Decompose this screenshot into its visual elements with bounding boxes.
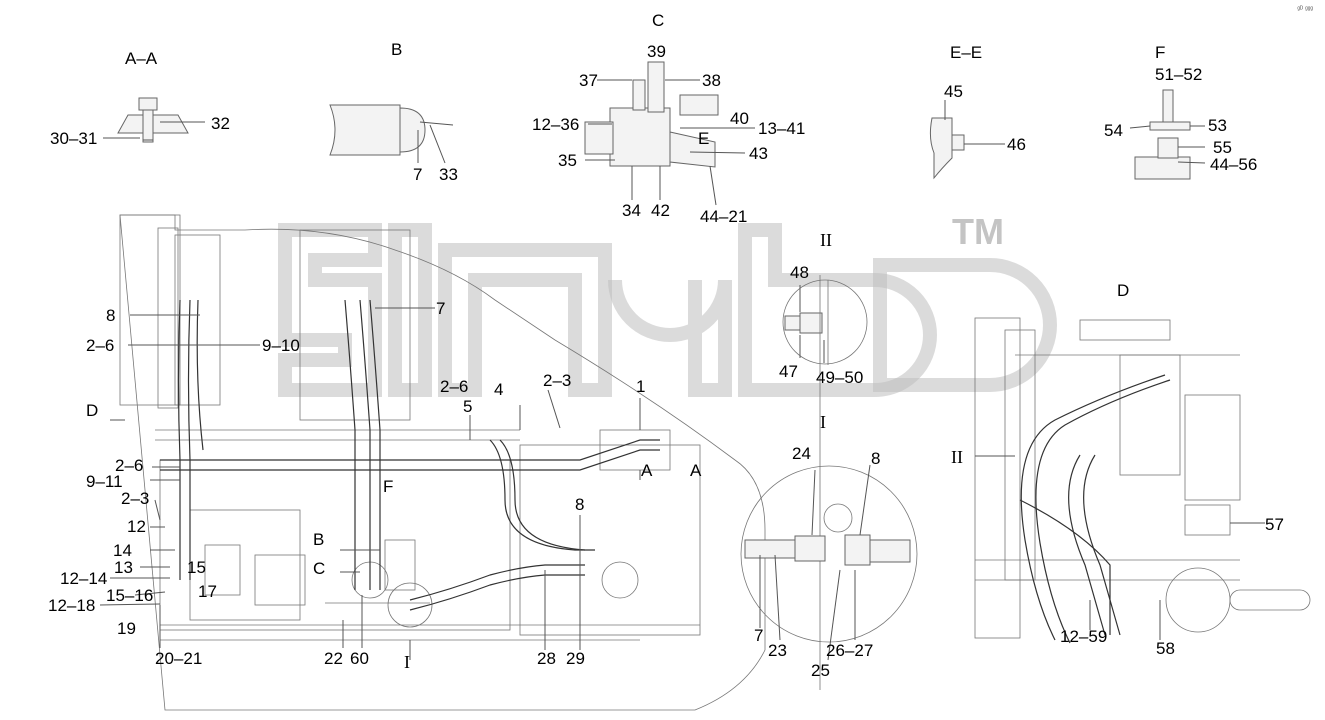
callout-25: 25	[811, 661, 830, 680]
section-a-a-title: A–A	[125, 49, 158, 68]
detail-ii-circle	[782, 275, 868, 690]
callout-2-3-b: 2–3	[121, 489, 149, 508]
section-e-e-title: E–E	[950, 43, 982, 62]
callout-33: 33	[439, 165, 458, 184]
view-c-arrow-label: C	[313, 559, 325, 578]
callout-54: 54	[1104, 121, 1123, 140]
callout-15-16: 15–16	[106, 586, 153, 605]
callout-60: 60	[350, 649, 369, 668]
callout-38: 38	[702, 71, 721, 90]
callout-46: 46	[1007, 135, 1026, 154]
callout-8-a: 8	[106, 306, 115, 325]
callout-51-52: 51–52	[1155, 65, 1202, 84]
corner-mark: ᵍᴰ ᵍᵍᵍ	[1297, 6, 1313, 13]
callout-12-18: 12–18	[48, 596, 95, 615]
callout-8-b: 8	[575, 495, 584, 514]
callout-2-6-b: 2–6	[440, 377, 468, 396]
callout-29: 29	[566, 649, 585, 668]
view-i-label-top: I	[820, 412, 826, 432]
watermark-tm: TM	[952, 211, 1004, 252]
detail-b	[329, 104, 454, 164]
detail-f	[1129, 89, 1206, 180]
section-f-title: F	[1155, 43, 1165, 62]
callout-5: 5	[463, 397, 472, 416]
callout-48: 48	[790, 263, 809, 282]
detail-d-view	[974, 317, 1311, 644]
callout-49-50: 49–50	[816, 368, 863, 387]
callout-9-10: 9–10	[262, 336, 300, 355]
callout-7-c: 7	[754, 626, 763, 645]
callout-7-b: 7	[413, 165, 422, 184]
view-i-label-bottom: I	[404, 652, 410, 672]
detail-i-circle	[740, 464, 918, 661]
callout-2-6-a: 2–6	[86, 336, 114, 355]
callout-19: 19	[117, 619, 136, 638]
callout-47: 47	[779, 362, 798, 381]
callout-2-3-a: 2–3	[543, 371, 571, 390]
view-d-arrow-label: D	[86, 401, 98, 420]
callout-28: 28	[537, 649, 556, 668]
callout-13-41: 13–41	[758, 119, 805, 138]
callout-44-56: 44–56	[1210, 155, 1257, 174]
callout-57: 57	[1265, 515, 1284, 534]
callout-45: 45	[944, 82, 963, 101]
callout-32: 32	[211, 114, 230, 133]
callout-1: 1	[636, 377, 645, 396]
detail-c	[584, 61, 755, 206]
callout-39: 39	[647, 42, 666, 61]
callout-17: 17	[198, 582, 217, 601]
main-assembly-view	[99, 214, 766, 711]
view-b-arrow-label: B	[313, 530, 324, 549]
section-a-right-marker: A	[690, 461, 702, 480]
callout-12: 12	[127, 517, 146, 536]
section-c-title: C	[652, 11, 664, 30]
callout-35: 35	[558, 151, 577, 170]
callout-12-59: 12–59	[1060, 627, 1107, 646]
callout-58: 58	[1156, 639, 1175, 658]
detail-a-a	[103, 97, 205, 143]
callout-53: 53	[1208, 116, 1227, 135]
callout-37: 37	[579, 71, 598, 90]
section-a-left-marker: A	[641, 461, 653, 480]
callout-7-a: 7	[436, 299, 445, 318]
callout-4: 4	[494, 380, 503, 399]
callout-2-6-c: 2–6	[115, 456, 143, 475]
callout-14: 14	[113, 541, 132, 560]
callout-9-11: 9–11	[86, 472, 123, 491]
view-f-marker: F	[383, 477, 393, 496]
callout-40: 40	[730, 109, 749, 128]
callout-55: 55	[1213, 138, 1232, 157]
section-e-marker: E	[698, 129, 709, 148]
watermark-logo: TM	[278, 211, 1057, 397]
callout-24: 24	[792, 444, 811, 463]
callout-30-31: 30–31	[50, 129, 97, 148]
callout-43: 43	[749, 144, 768, 163]
view-ii-label: II	[820, 230, 832, 250]
section-b-title: B	[391, 40, 402, 59]
section-d-title: D	[1117, 281, 1129, 300]
callout-12-14: 12–14	[60, 569, 107, 588]
callout-23: 23	[768, 641, 787, 660]
callout-42: 42	[651, 201, 670, 220]
callout-26-27: 26–27	[826, 641, 873, 660]
callout-13: 13	[114, 558, 133, 577]
callout-15-a: 15	[187, 558, 206, 577]
callout-8-c: 8	[871, 449, 880, 468]
callout-20-21: 20–21	[155, 649, 202, 668]
callout-44-21: 44–21	[700, 207, 747, 226]
detail-e-e	[929, 100, 1005, 180]
callout-22: 22	[324, 649, 343, 668]
callout-12-36: 12–36	[532, 115, 579, 134]
callout-34: 34	[622, 201, 641, 220]
view-ii-marker-right: II	[951, 447, 963, 467]
